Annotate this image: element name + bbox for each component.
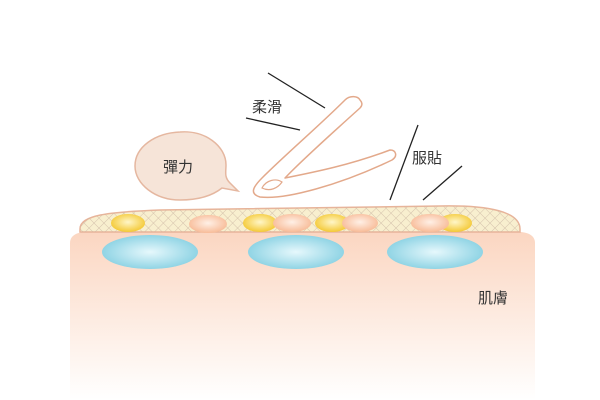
smooth-label: 柔滑 xyxy=(252,98,282,116)
yellow-capsule xyxy=(438,214,472,232)
yellow-capsule xyxy=(243,214,277,232)
skin-label: 肌膚 xyxy=(478,289,508,307)
yellow-capsule xyxy=(315,214,349,232)
peach-capsule xyxy=(411,214,449,232)
smooth-line-bottom xyxy=(245,117,301,131)
cell-group xyxy=(102,235,483,269)
skin-layer xyxy=(70,232,535,400)
fit-line-right xyxy=(422,165,463,201)
yellow-capsule xyxy=(111,214,145,232)
speech-bubble-icon xyxy=(134,131,241,201)
peach-capsule xyxy=(189,215,227,233)
peach-capsule xyxy=(342,214,378,232)
fit-line-left xyxy=(389,124,419,201)
fingernail xyxy=(261,179,283,191)
blue-cell xyxy=(102,235,198,269)
elasticity-label: 彈力 xyxy=(163,158,193,176)
smooth-line-top xyxy=(267,72,326,109)
finger-icon xyxy=(252,95,397,199)
blue-cell xyxy=(387,235,483,269)
capsule-group xyxy=(111,214,472,233)
peach-capsule xyxy=(273,214,311,232)
blue-cell xyxy=(248,235,344,269)
fit-label: 服貼 xyxy=(412,149,442,167)
